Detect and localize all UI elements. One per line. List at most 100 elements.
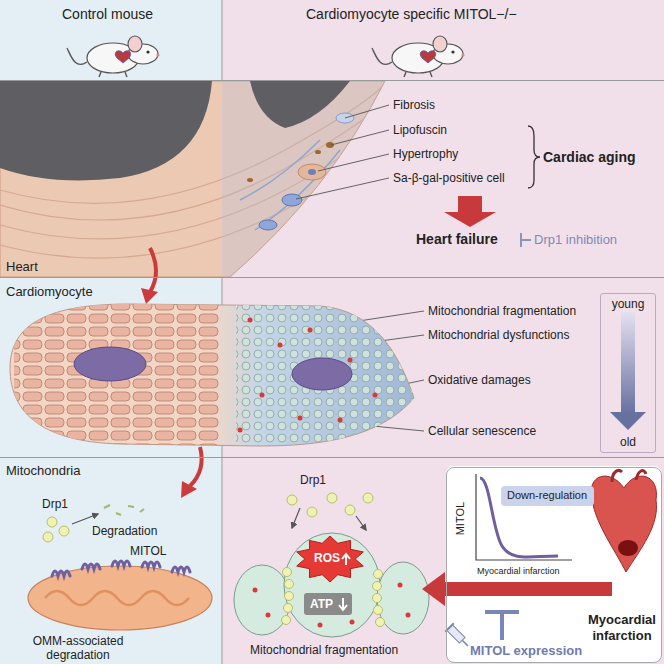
healthy-mitochondrion — [82, 564, 100, 569]
scale-label: old — [601, 435, 655, 449]
cardiomyocyte — [338, 418, 343, 423]
tissue-detail — [222, 81, 422, 281]
mouse-icons — [67, 36, 465, 77]
panel-arrows — [141, 288, 158, 304]
heart-tissue — [250, 81, 350, 128]
heart-tissue — [0, 81, 212, 180]
cardiomyocyte — [260, 393, 265, 398]
panel-title: Heart — [6, 259, 38, 275]
healthy-mitochondrion — [112, 561, 130, 566]
healthy-mitochondrion — [128, 506, 134, 507]
age-gradient-arrow — [610, 412, 646, 430]
healthy-mitochondrion — [28, 566, 212, 630]
callout-label: Fibrosis — [393, 98, 435, 112]
axis-label: Myocardial infarction — [477, 566, 560, 577]
tissue-detail — [259, 220, 277, 230]
fragmented-mitochondria — [374, 606, 383, 615]
inhibition-symbol — [521, 233, 531, 247]
healthy-mitochondrion — [116, 513, 121, 515]
tissue-detail — [240, 140, 340, 230]
healthy-mitochondrion — [172, 567, 190, 572]
infarction-inset — [612, 470, 646, 482]
cardiomyocyte — [298, 416, 303, 421]
infarction-arrow — [422, 572, 612, 606]
aging-bracket — [528, 126, 540, 188]
column-heading: Control mouse — [62, 6, 153, 23]
callout-label: Mitochondrial dysfunctions — [428, 328, 569, 342]
panel-title: Cardiomyocyte — [6, 284, 93, 300]
column-heading: Cardiomyocyte specific MITOL−/− — [306, 6, 517, 23]
aging-bracket — [528, 126, 540, 188]
fragmented-mitochondria — [285, 580, 294, 589]
mitol-expression-symbols — [445, 623, 472, 650]
treatment-label: MITOL expression — [470, 643, 582, 659]
panel-arrows — [181, 481, 197, 498]
leader-lines — [331, 130, 389, 145]
healthy-mitochondrion — [59, 526, 69, 536]
panel-band: MitochondriaROSATPMITOLMyocardial infarc… — [0, 457, 664, 664]
protein-label: MITOL — [130, 544, 166, 558]
failure-arrow — [444, 196, 496, 227]
healthy-mitochondrion — [72, 514, 98, 524]
fragmented-mitochondria — [253, 583, 411, 628]
fragmented-mitochondria — [282, 493, 385, 627]
panel-arrows — [190, 447, 202, 486]
cardiomyocyte — [278, 343, 283, 348]
age-gradient-arrow — [621, 312, 635, 414]
column-backgrounds — [0, 0, 222, 664]
scale-label: young — [601, 297, 655, 311]
cardiomyocyte — [348, 358, 353, 363]
process-label: Degradation — [92, 524, 157, 538]
star-shape — [297, 536, 364, 582]
infarction-inset — [618, 540, 638, 556]
cardiomyocyte — [14, 300, 426, 450]
infarction-inset — [446, 466, 662, 662]
protein-label: Drp1 — [300, 473, 326, 487]
heart-tissue — [0, 60, 436, 281]
panel-title: Mitochondria — [6, 463, 80, 479]
cardiomyocyte — [248, 318, 253, 323]
protein-label: Drp1 — [42, 497, 68, 511]
fragmented-mitochondria — [284, 604, 293, 613]
callout-label: Hypertrophy — [393, 147, 458, 161]
mitol-expression-symbols — [485, 612, 519, 640]
healthy-mitochondrion — [43, 517, 69, 542]
fragmented-mitochondria — [285, 592, 294, 601]
tissue-detail — [247, 178, 253, 182]
healthy-mitochondrion — [140, 509, 144, 512]
mouse-icons — [372, 36, 465, 77]
callout-label: Sa-β-gal-positive cell — [393, 171, 505, 185]
tissue-detail — [0, 60, 436, 281]
fragmented-mitochondria — [283, 568, 292, 577]
healthy-mitochondrion — [43, 532, 53, 542]
fragmented-mitochondria — [284, 533, 380, 637]
age-gradient-arrow — [610, 312, 646, 430]
up-arrow — [342, 554, 350, 565]
fragmented-mitochondria — [376, 618, 385, 627]
fragmented-mitochondria — [406, 613, 411, 618]
fragmented-mitochondria — [318, 623, 323, 628]
fragmented-mitochondria — [373, 582, 382, 591]
healthy-mitochondrion — [142, 562, 160, 567]
healthy-mitochondrion — [45, 591, 189, 605]
cardiomyocyte — [373, 393, 378, 398]
fragmented-mitochondria — [374, 570, 383, 579]
down-arrow — [339, 598, 347, 610]
fragmented-mitochondria — [327, 493, 337, 503]
healthy-mitochondrion — [104, 505, 144, 515]
leader-lines — [345, 105, 389, 118]
fragmented-mitochondria — [287, 495, 297, 505]
healthy-mitochondrion — [52, 571, 70, 576]
fragmented-mitochondria — [282, 616, 291, 625]
fragmented-mitochondria — [307, 507, 317, 517]
fragmented-mitochondria — [363, 493, 373, 503]
fragmented-mitochondria — [356, 516, 366, 530]
axis-label: MITOL — [454, 499, 467, 539]
callout-label: Lipofuscin — [393, 123, 447, 137]
status-tag: Down-regulation — [501, 486, 594, 506]
fragmented-mitochondria — [350, 620, 355, 625]
process-label: OMM-associated degradation — [18, 634, 138, 663]
tissue-detail — [326, 142, 334, 148]
fragmented-mitochondria — [398, 583, 403, 588]
